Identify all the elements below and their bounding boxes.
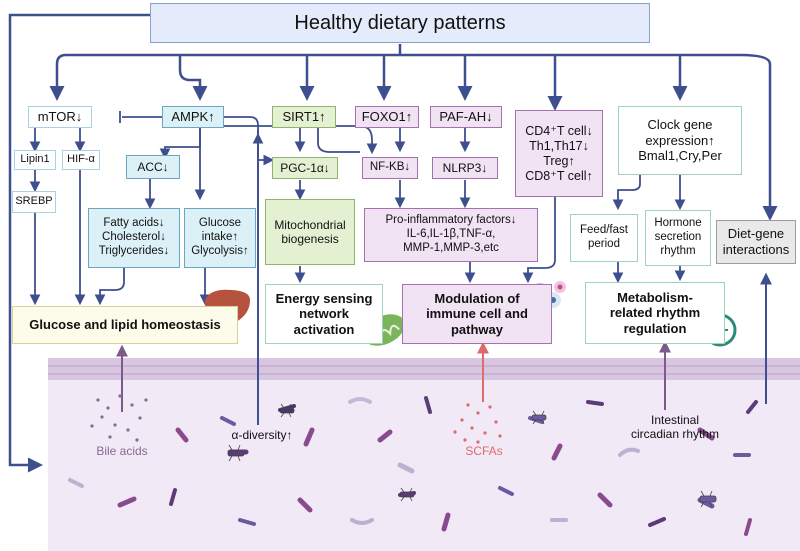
- top-arrows: [8, 13, 778, 473]
- diet-gene-label: Diet-gene interactions: [722, 226, 790, 257]
- foxo1-box: FOXO1↑: [355, 106, 419, 128]
- tcell-box: CD4⁺T cell↓ Th1,Th17↓ Treg↑ CD8⁺T cell↑: [515, 110, 603, 197]
- glucose-lipid-label: Glucose and lipid homeostasis: [29, 317, 221, 333]
- lipin1-box: Lipin1: [14, 150, 56, 170]
- foxo1-label: FOXO1↑: [361, 109, 413, 125]
- nfkb-box: NF-KB↓: [362, 157, 418, 179]
- page-title: Healthy dietary patterns: [294, 12, 506, 34]
- diet-gene-box: Diet-gene interactions: [716, 220, 796, 264]
- feedfast-label: Feed/fast period: [580, 224, 628, 250]
- pgc-box: PGC-1α↓: [272, 157, 338, 179]
- hif-box: HIF-α: [62, 150, 100, 170]
- feedfast-box: Feed/fast period: [570, 214, 638, 262]
- mito-label: Mitochondrial biogenesis: [274, 217, 346, 246]
- srebp-label: SREBP: [15, 195, 53, 208]
- sirt1-label: SIRT1↑: [282, 109, 326, 125]
- mtor-label: mTOR↓: [37, 109, 83, 125]
- pafah-label: PAF-AH↓: [439, 109, 493, 125]
- pafah-box: PAF-AH↓: [430, 106, 502, 128]
- hif-label: HIF-α: [67, 153, 95, 166]
- nlrp3-box: NLRP3↓: [432, 157, 498, 179]
- nlrp3-label: NLRP3↓: [442, 160, 488, 175]
- flagellated-bacteria: [227, 403, 717, 508]
- ampk-label: AMPK↑: [171, 109, 215, 125]
- immune-modulation-label: Modulation of immune cell and pathway: [426, 290, 528, 337]
- metabolism-rhythm-box: Metabolism- related rhythm regulation: [585, 282, 725, 344]
- glucose-lipid-box: Glucose and lipid homeostasis: [12, 306, 238, 344]
- pgc-label: PGC-1α↓: [280, 160, 330, 175]
- gut-epithelium: [48, 358, 800, 380]
- immune-modulation-box: Modulation of immune cell and pathway: [402, 284, 552, 344]
- fatty-acids-label: Fatty acids↓ Cholesterol↓ Triglycerides↓: [98, 217, 170, 257]
- energy-sensing-box: Energy sensing network activation: [265, 284, 383, 344]
- sirt1-box: SIRT1↑: [272, 106, 336, 128]
- bile-acids-label: Bile acids: [96, 444, 148, 458]
- epithelium-villi: [48, 365, 800, 375]
- metabolism-rhythm-label: Metabolism- related rhythm regulation: [609, 289, 701, 336]
- bile-acid-dots: [90, 394, 148, 442]
- scfa-dots: [453, 403, 502, 444]
- lipin1-label: Lipin1: [20, 153, 50, 166]
- ampk-box: AMPK↑: [162, 106, 224, 128]
- fatty-acids-box: Fatty acids↓ Cholesterol↓ Triglycerides↓: [88, 208, 180, 268]
- nfkb-label: NF-KB↓: [369, 161, 411, 174]
- mtor-box: mTOR↓: [28, 106, 92, 128]
- title-box: Healthy dietary patterns: [150, 3, 650, 43]
- proinflammatory-box: Pro-inflammatory factors↓ IL-6,IL-1β,TNF…: [364, 208, 538, 262]
- proinflammatory-label: Pro-inflammatory factors↓ IL-6,IL-1β,TNF…: [385, 214, 517, 254]
- mito-box: Mitochondrial biogenesis: [265, 199, 355, 265]
- clock-gene-box: Clock gene expression↑ Bmal1,Cry,Per: [618, 106, 742, 175]
- acc-label: ACC↓: [137, 159, 169, 174]
- intestinal-rhythm-label: Intestinal circadian rhythm: [630, 413, 720, 442]
- glucose-intake-label: Glucose intake↑ Glycolysis↑: [191, 217, 249, 257]
- srebp-box: SREBP: [12, 191, 56, 213]
- alpha-diversity-label: α-diversity↑: [231, 428, 293, 442]
- scfas-label: SCFAs: [465, 444, 503, 458]
- hormone-label: Hormone secretion rhythm: [654, 217, 702, 257]
- clock-gene-label: Clock gene expression↑ Bmal1,Cry,Per: [638, 117, 722, 164]
- hormone-box: Hormone secretion rhythm: [645, 210, 711, 266]
- gut-region: [48, 358, 800, 551]
- tcell-label: CD4⁺T cell↓ Th1,Th17↓ Treg↑ CD8⁺T cell↑: [525, 123, 593, 183]
- acc-box: ACC↓: [126, 155, 180, 179]
- energy-sensing-label: Energy sensing network activation: [275, 290, 373, 337]
- glucose-intake-box: Glucose intake↑ Glycolysis↑: [184, 208, 256, 268]
